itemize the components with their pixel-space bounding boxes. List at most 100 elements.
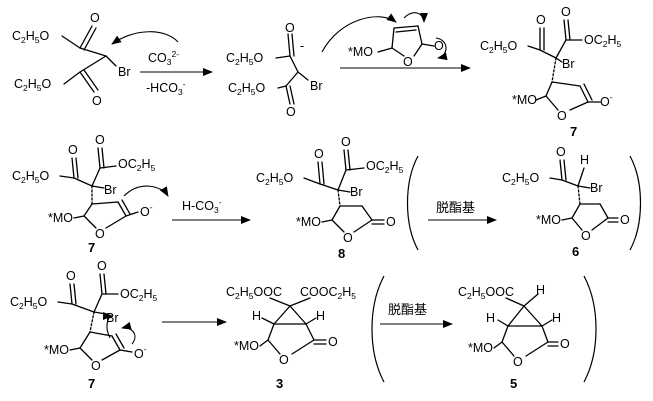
svg-text:OC2H5: OC2H5	[118, 157, 156, 173]
svg-text:*MO: *MO	[536, 213, 561, 227]
svg-text:O: O	[434, 39, 444, 53]
svg-text:O: O	[285, 21, 295, 35]
svg-text:C2H5O: C2H5O	[502, 171, 540, 187]
svg-text:O: O	[90, 11, 100, 25]
carbonyl-curved-arrow	[435, 37, 448, 61]
svg-text:*MO: *MO	[348, 45, 373, 59]
enolate-7-bottom: C2H5O O O OC2H5 Br O *MO O- 7	[10, 259, 158, 391]
svg-text:O-: O-	[140, 202, 153, 219]
svg-text:-: -	[300, 39, 304, 53]
svg-text:O: O	[66, 269, 76, 283]
compound-number-7-a: 7	[570, 124, 577, 139]
decarboxylation-condition-2: 脱酯基	[388, 303, 427, 318]
svg-text:H: H	[580, 153, 589, 167]
svg-text:O: O	[95, 133, 105, 147]
svg-text:C2H5O: C2H5O	[12, 169, 50, 185]
svg-text:CO32-: CO32-	[148, 49, 179, 67]
compound-number-5: 5	[510, 376, 517, 391]
svg-text:O: O	[314, 147, 324, 161]
svg-text:C2H5OOC: C2H5OOC	[226, 285, 282, 301]
svg-text:*MO: *MO	[48, 211, 73, 225]
enolate-7-top: C2H5O O O OC2H5 Br O *MO O- 7	[480, 5, 622, 139]
svg-text:O: O	[91, 359, 101, 373]
compound-number-7-b: 7	[88, 240, 95, 255]
compound-number-6: 6	[572, 244, 579, 259]
svg-text:H-CO3-: H-CO3-	[182, 197, 222, 215]
svg-text:O: O	[386, 215, 396, 229]
svg-text:H: H	[552, 311, 561, 325]
svg-text:Br: Br	[310, 79, 323, 93]
svg-text:O: O	[403, 55, 413, 69]
svg-text:O: O	[328, 335, 338, 349]
svg-text:O: O	[581, 229, 591, 243]
bromo-lactone-8: C2H5O O O OC2H5 Br O O *MO 8	[256, 135, 404, 261]
svg-text:O: O	[561, 5, 571, 19]
protonation-curved-arrow	[123, 185, 169, 197]
svg-text:C2H5O: C2H5O	[480, 39, 518, 55]
svg-text:C2H5O: C2H5O	[14, 77, 52, 93]
svg-text:O: O	[97, 259, 107, 273]
svg-text:H: H	[536, 283, 545, 297]
svg-text:*MO: *MO	[44, 343, 69, 357]
svg-text:H: H	[252, 309, 261, 323]
svg-text:O: O	[560, 337, 570, 351]
paren-left-row3	[371, 275, 385, 383]
deprotonation-curved-arrow	[111, 31, 179, 45]
svg-text:O: O	[68, 143, 78, 157]
svg-text:C2H5O: C2H5O	[12, 29, 50, 45]
paren-right-row3	[583, 275, 597, 383]
svg-text:C2H5O: C2H5O	[228, 81, 266, 97]
svg-text:Br: Br	[106, 311, 119, 325]
svg-text:Br: Br	[562, 57, 575, 71]
svg-text:O: O	[556, 145, 566, 159]
svg-text:Br: Br	[104, 183, 117, 197]
bromo-lactone-6: C2H5O O H Br O O *MO 6	[502, 145, 630, 259]
michael-attack-curved-arrow	[321, 13, 397, 53]
svg-text:O: O	[620, 213, 630, 227]
svg-text:Br: Br	[590, 181, 603, 195]
cyclopropane-ester-5: C2H5OOC H H H O O *MO 5	[458, 283, 570, 391]
svg-text:H: H	[316, 309, 325, 323]
cyclopropane-diester-3: C2H5OOC COOC2H5 H H O O *MO 3	[226, 285, 356, 391]
malonate-carbanion: C2H5O C2H5O O - O Br	[226, 21, 323, 119]
cyclization-curved-arrow-a	[102, 312, 113, 339]
svg-text:OC2H5: OC2H5	[366, 159, 404, 175]
svg-text:O-: O-	[600, 92, 613, 109]
svg-text:-HCO3-: -HCO3-	[146, 79, 186, 97]
compound-number-3: 3	[276, 376, 283, 391]
svg-text:OC2H5: OC2H5	[584, 33, 622, 49]
reagent-carbonate: CO32- -HCO3-	[140, 49, 213, 97]
compound-number-8: 8	[338, 246, 345, 261]
paren-left-row2	[406, 155, 419, 251]
bromine-label: Br	[118, 65, 131, 79]
svg-text:O: O	[279, 353, 289, 367]
svg-text:O: O	[92, 94, 102, 108]
svg-text:Br: Br	[350, 185, 363, 199]
reagent-bicarbonate: H-CO3-	[172, 197, 251, 224]
svg-text:OC2H5: OC2H5	[120, 287, 158, 303]
paren-right-row2	[629, 155, 642, 251]
enone-curved-arrow	[403, 12, 428, 23]
svg-text:O: O	[95, 227, 105, 241]
svg-text:O: O	[536, 13, 546, 27]
bromomalonate-reactant: C2H5O C2H5O O O Br	[12, 11, 131, 108]
svg-text:*MO: *MO	[468, 341, 493, 355]
butenolide-reagent: *MO O O	[348, 12, 448, 69]
cyclization-curved-arrow-b	[121, 321, 136, 345]
svg-text:O: O	[513, 355, 523, 369]
svg-text:COOC2H5: COOC2H5	[300, 285, 356, 301]
svg-text:C2H5OOC: C2H5OOC	[458, 285, 514, 301]
svg-text:O: O	[286, 105, 296, 119]
svg-text:C2H5O: C2H5O	[256, 171, 294, 187]
svg-text:O: O	[557, 109, 567, 123]
enolate-7-middle: C2H5O O O OC2H5 Br O *MO O- 7	[12, 133, 169, 255]
svg-text:H: H	[486, 311, 495, 325]
svg-text:*MO: *MO	[296, 215, 321, 229]
compound-number-7-c: 7	[88, 376, 95, 391]
svg-text:O: O	[341, 135, 351, 149]
svg-text:*MO: *MO	[512, 93, 537, 107]
svg-text:C2H5O: C2H5O	[226, 51, 264, 67]
decarboxylation-condition-1: 脱酯基	[436, 201, 475, 216]
svg-text:*MO: *MO	[234, 339, 259, 353]
